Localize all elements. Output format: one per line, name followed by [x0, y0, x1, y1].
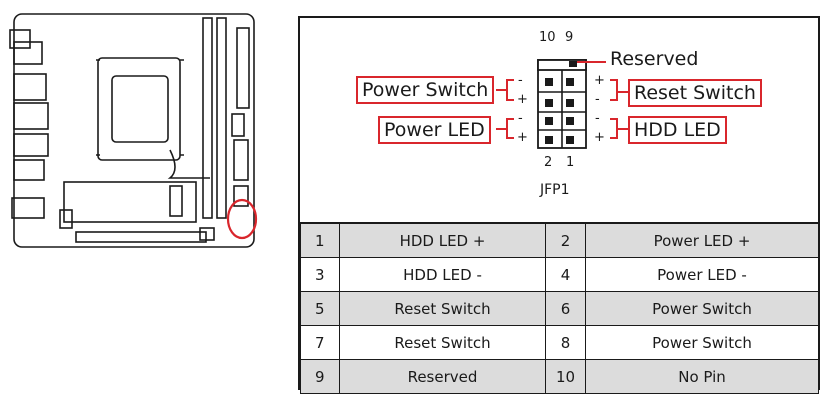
connector-c	[233, 139, 249, 181]
polarity-plus: +	[594, 130, 605, 145]
pin-3	[566, 117, 574, 125]
hdd-led-callout: HDD LED	[628, 116, 727, 144]
reserved-label: Reserved	[610, 48, 699, 70]
pin-number: 9	[300, 359, 340, 394]
pin-signal: Power LED +	[585, 222, 819, 258]
dimm-slot-2	[216, 17, 227, 219]
io-block-6	[13, 159, 45, 181]
jfp1-highlight-circle	[226, 198, 258, 240]
connector-d	[233, 185, 249, 207]
io-block-1	[9, 29, 31, 49]
io-block-5	[13, 133, 49, 157]
polarity-minus: -	[518, 73, 523, 88]
pin-number: 6	[545, 291, 586, 326]
jfp1-header-drawing	[496, 59, 630, 149]
pin-label-1: 1	[566, 155, 575, 170]
pin-signal: Reset Switch	[339, 291, 546, 326]
pin-signal: Power Switch	[585, 291, 819, 326]
pin-number: 1	[300, 222, 340, 258]
dimm-slot-1	[202, 17, 213, 219]
pin-number: 2	[545, 222, 586, 258]
power-led-callout: Power LED	[378, 116, 491, 144]
pcie-slot	[75, 231, 207, 243]
pin-number: 8	[545, 325, 586, 360]
pin-9-reserved	[569, 61, 577, 67]
motherboard-illustration	[9, 13, 258, 248]
pin-number: 4	[545, 257, 586, 292]
reset-switch-callout: Reset Switch	[628, 79, 762, 107]
cpu-socket-outer	[97, 57, 181, 161]
pin-2	[545, 136, 553, 144]
cpu-socket-inner	[111, 75, 169, 143]
power-led-bracket	[506, 118, 514, 139]
polarity-plus: +	[517, 92, 528, 107]
pin-5	[566, 99, 574, 107]
pin-number: 3	[300, 257, 340, 292]
power-switch-bracket	[506, 79, 514, 101]
reset-switch-bracket	[610, 79, 618, 101]
pin-signal: Power LED -	[585, 257, 819, 292]
pin-signal: Reserved	[339, 359, 546, 394]
pin-signal: Power Switch	[585, 325, 819, 360]
cpu-retention-arm	[167, 149, 210, 179]
table-row: 5 Reset Switch 6 Power Switch	[300, 291, 819, 326]
pin-4	[545, 117, 553, 125]
m2-slot	[169, 185, 183, 217]
pin-number: 10	[545, 359, 586, 394]
pin-7	[566, 78, 574, 86]
polarity-minus: -	[518, 111, 523, 126]
pin-1	[566, 136, 574, 144]
connector-b	[231, 113, 245, 137]
chipset	[63, 181, 197, 223]
pin-signal: Reset Switch	[339, 325, 546, 360]
pin-label-10: 10	[539, 30, 556, 45]
pin-number: 7	[300, 325, 340, 360]
pin-label-2: 2	[544, 155, 553, 170]
hdd-led-bracket	[610, 118, 618, 139]
pin-number: 5	[300, 291, 340, 326]
io-block-2	[13, 41, 43, 65]
small-header-2	[199, 227, 215, 241]
polarity-minus: -	[595, 92, 600, 107]
connector-a	[236, 27, 250, 109]
header-name: JFP1	[540, 182, 570, 198]
pin-signal: No Pin	[585, 359, 819, 394]
io-block-3	[13, 73, 47, 101]
board-outline	[13, 13, 255, 248]
io-block-4	[13, 102, 49, 130]
pin-label-9: 9	[565, 30, 574, 45]
polarity-plus: +	[594, 73, 605, 88]
io-block-7	[11, 197, 45, 219]
pin-definition-table: 1 HDD LED + 2 Power LED + 3 HDD LED - 4 …	[300, 222, 819, 394]
small-header	[59, 209, 73, 229]
polarity-plus: +	[517, 130, 528, 145]
table-row: 7 Reset Switch 8 Power Switch	[300, 325, 819, 360]
table-row: 9 Reserved 10 No Pin	[300, 359, 819, 394]
table-row: 3 HDD LED - 4 Power LED -	[300, 257, 819, 292]
table-row: 1 HDD LED + 2 Power LED +	[300, 222, 819, 258]
jfp1-diagram-panel: 10 9 2 1 JFP1 - + - + + - - + Reserved P…	[298, 16, 820, 394]
polarity-minus: -	[595, 111, 600, 126]
pin-signal: HDD LED +	[339, 222, 546, 258]
pin-8	[545, 78, 553, 86]
pin-6	[545, 99, 553, 107]
power-switch-callout: Power Switch	[356, 76, 495, 104]
pin-signal: HDD LED -	[339, 257, 546, 292]
